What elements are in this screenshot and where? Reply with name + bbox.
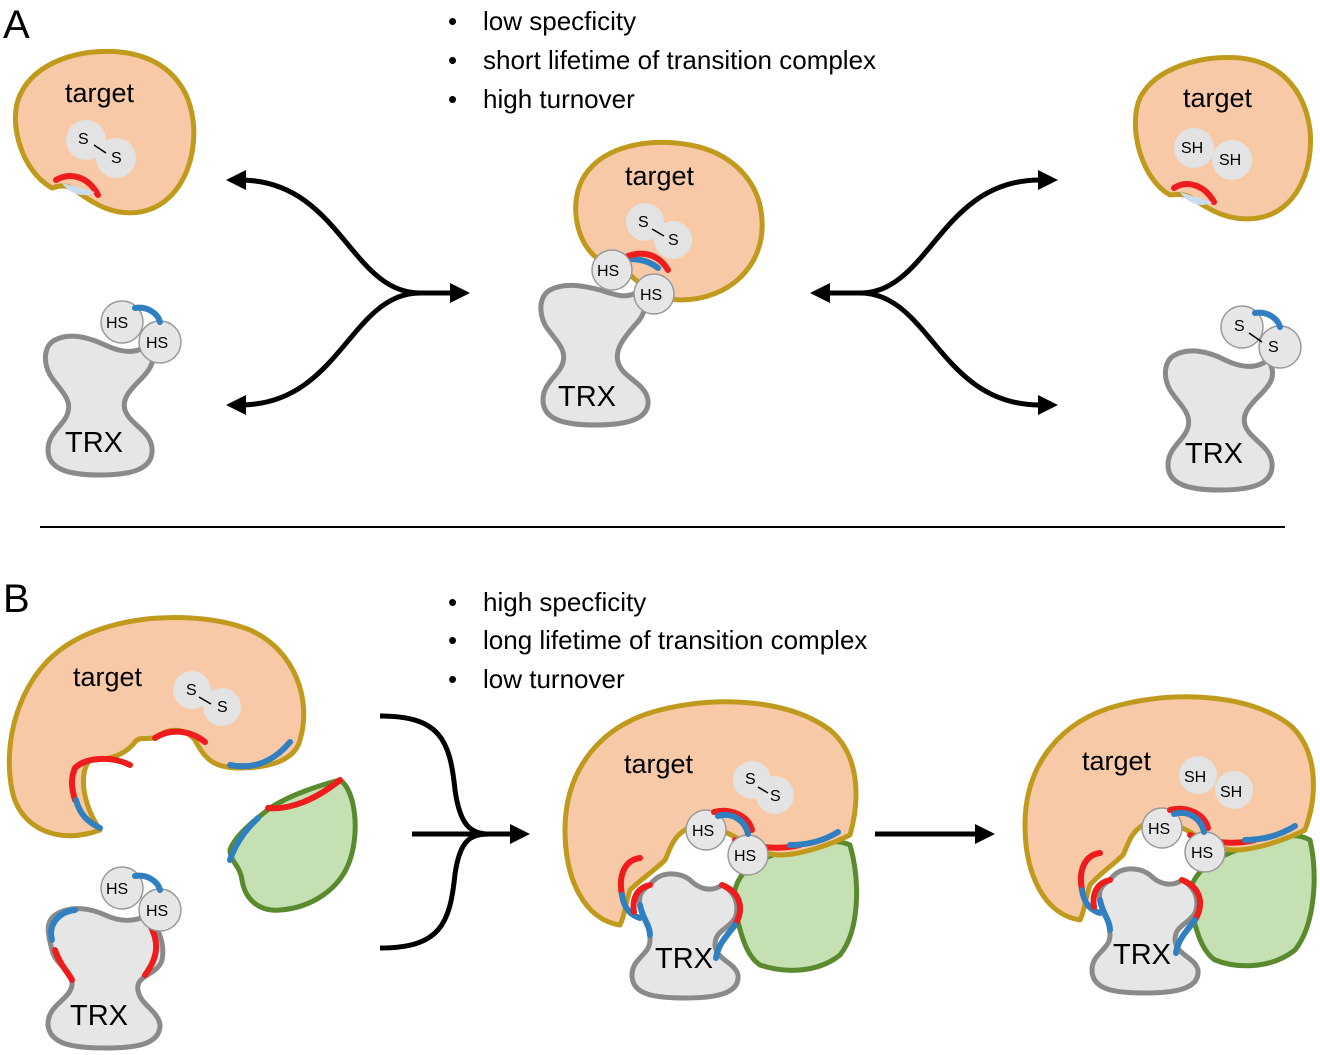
arrow-reduction-b: [875, 824, 995, 844]
target-oxidized-left: target S S: [12, 48, 197, 216]
svg-text:S: S: [745, 771, 756, 788]
svg-text:SH: SH: [1219, 152, 1241, 169]
partner-protein-free-b: [227, 777, 358, 913]
trx-oxidized-right: S S TRX: [1162, 305, 1302, 493]
svg-text:•: •: [448, 625, 457, 655]
svg-text:TRX: TRX: [70, 1000, 128, 1032]
transition-complex-a: target S S HS HS TRX: [538, 140, 765, 428]
svg-text:S: S: [1268, 339, 1279, 356]
panel-a-bullet-1: low specficity: [483, 6, 636, 36]
trx-reduced-left: HS HS TRX: [42, 300, 182, 478]
svg-text:HS: HS: [146, 903, 168, 920]
svg-text:HS: HS: [106, 315, 128, 332]
panel-b-bullet-2: long lifetime of transition complex: [483, 625, 867, 655]
panel-a-bullets: • low specficity • short lifetime of tra…: [448, 6, 876, 114]
arrow-product-release-right: [810, 170, 1058, 415]
target-free-b: target S S: [6, 614, 307, 839]
svg-text:•: •: [448, 45, 457, 75]
svg-text:HS: HS: [597, 263, 619, 280]
panel-b-bullet-1: high specficity: [483, 587, 646, 617]
arrow-assembly-b: [379, 713, 530, 951]
svg-text:target: target: [73, 662, 143, 692]
svg-text:TRX: TRX: [655, 943, 713, 975]
panel-b-letter: B: [3, 577, 30, 621]
svg-text:target: target: [624, 749, 694, 779]
panel-a-letter: A: [3, 3, 30, 47]
svg-text:•: •: [448, 84, 457, 114]
svg-text:•: •: [448, 6, 457, 36]
svg-text:HS: HS: [734, 848, 756, 865]
svg-text:target: target: [1082, 746, 1152, 776]
svg-text:TRX: TRX: [1113, 939, 1171, 971]
svg-text:HS: HS: [1191, 845, 1213, 862]
trx-label: TRX: [65, 427, 123, 459]
panel-b-bullets: • high specficity • long lifetime of tra…: [448, 587, 867, 694]
target-reduced-right: target SH SH: [1132, 55, 1314, 222]
panel-a-bullet-3: high turnover: [483, 84, 635, 114]
svg-text:target: target: [1183, 83, 1253, 113]
svg-text:S: S: [78, 131, 89, 148]
svg-text:S: S: [1234, 318, 1245, 335]
product-complex-b: target SH SH HS HS TRX: [1022, 694, 1317, 996]
svg-text:S: S: [111, 150, 122, 167]
svg-text:SH: SH: [1184, 769, 1206, 786]
svg-text:SH: SH: [1220, 784, 1242, 801]
svg-text:S: S: [668, 232, 679, 249]
trx-free-b: HS HS TRX: [45, 866, 182, 1051]
svg-text:HS: HS: [640, 287, 662, 304]
svg-text:S: S: [638, 214, 649, 231]
svg-text:TRX: TRX: [1185, 438, 1243, 470]
svg-text:•: •: [448, 587, 457, 617]
svg-text:S: S: [770, 788, 781, 805]
svg-text:S: S: [217, 699, 228, 716]
svg-text:S: S: [186, 682, 197, 699]
target-label: target: [65, 78, 135, 108]
panel-b-bullet-3: low turnover: [483, 664, 625, 694]
transition-complex-b: target S S HS HS TRX: [562, 699, 859, 1001]
svg-text:TRX: TRX: [558, 381, 616, 413]
arrow-dissociation-left: [226, 170, 470, 415]
svg-text:HS: HS: [106, 881, 128, 898]
svg-text:target: target: [625, 161, 695, 191]
svg-text:HS: HS: [692, 823, 714, 840]
svg-text:HS: HS: [146, 335, 168, 352]
svg-text:•: •: [448, 664, 457, 694]
svg-text:SH: SH: [1181, 140, 1203, 157]
panel-a-bullet-2: short lifetime of transition complex: [483, 45, 876, 75]
svg-text:HS: HS: [1148, 821, 1170, 838]
